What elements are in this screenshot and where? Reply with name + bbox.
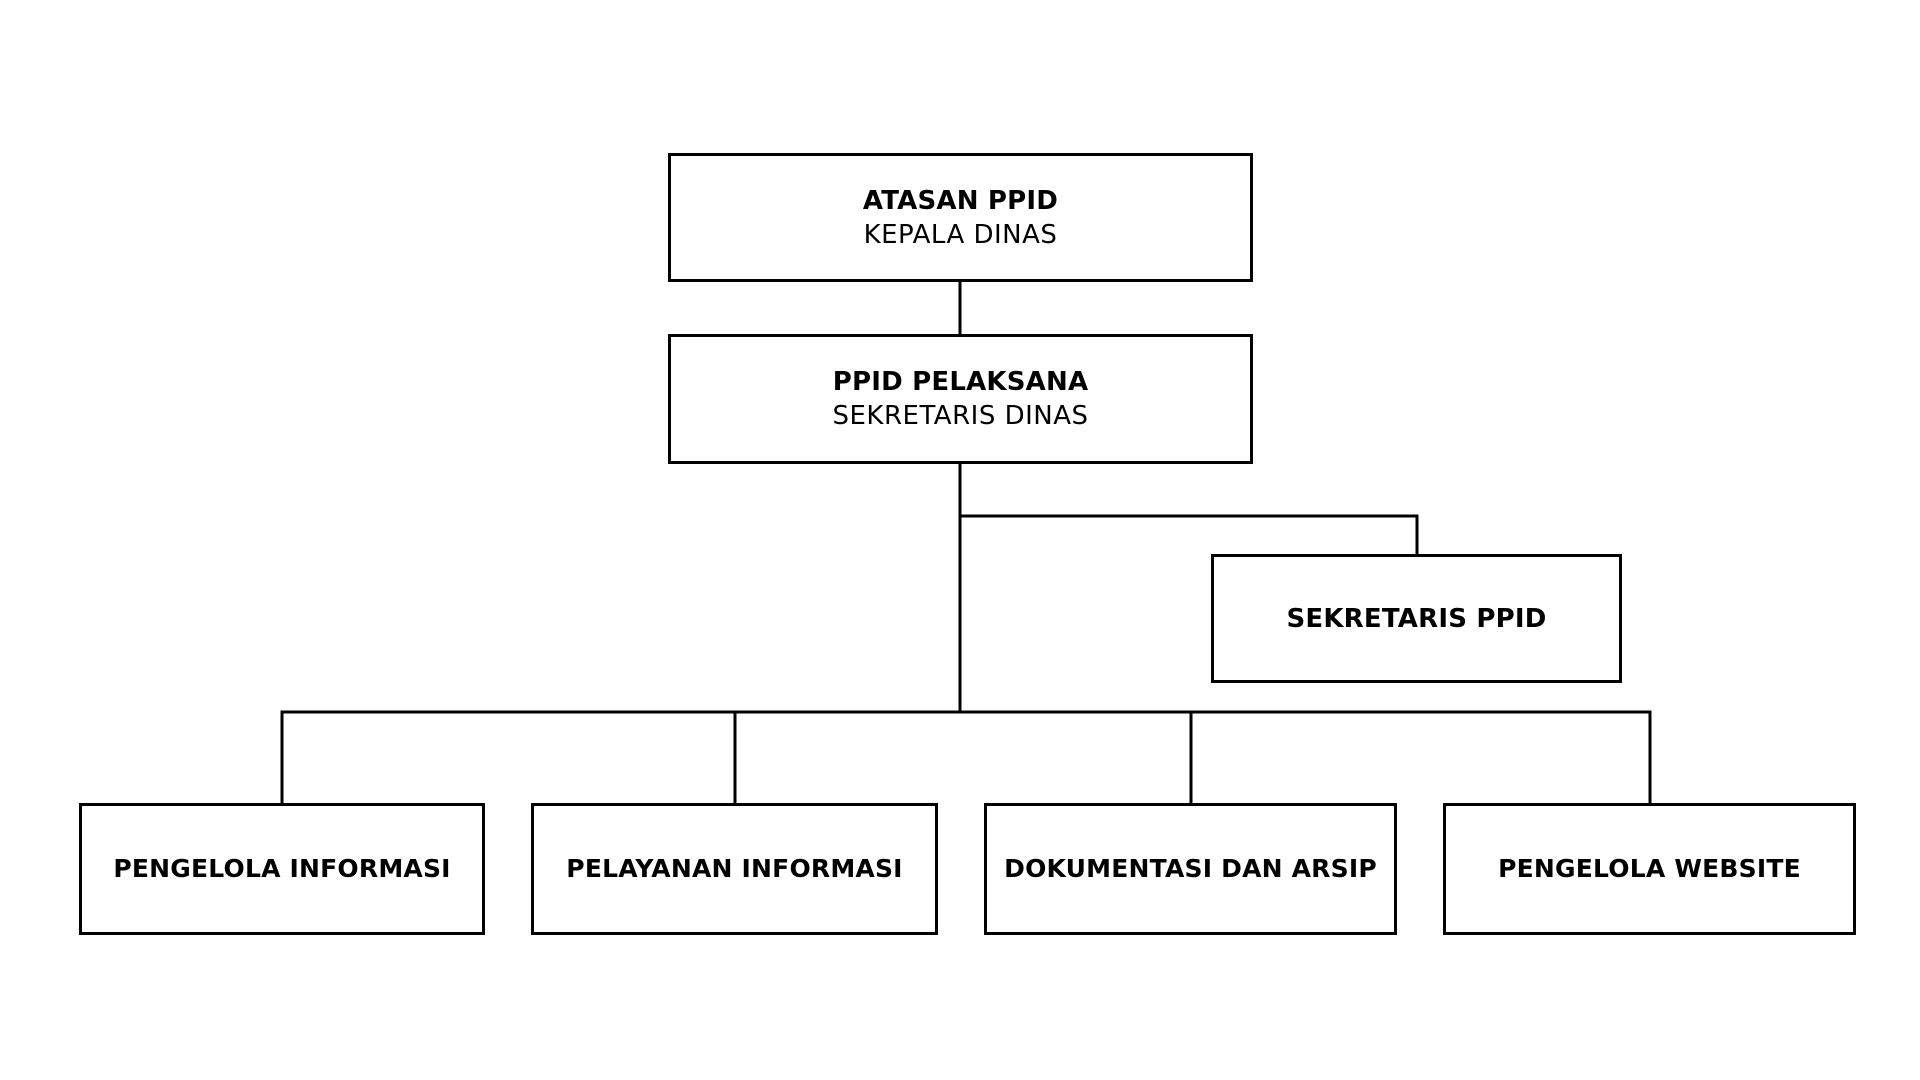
box-sekretaris-ppid: SEKRETARIS PPID — [1211, 554, 1622, 683]
unit-label: PENGELOLA INFORMASI — [113, 854, 451, 883]
box-holder-title: KEPALA DINAS — [863, 219, 1058, 250]
box-dokumentasi-dan-arsip: DOKUMENTASI DAN ARSIP — [984, 803, 1397, 935]
unit-label: PELAYANAN INFORMASI — [566, 854, 903, 883]
box-ppid-pelaksana: PPID PELAKSANA SEKRETARIS DINAS — [668, 334, 1253, 464]
unit-label: DOKUMENTASI DAN ARSIP — [1004, 854, 1377, 883]
box-pelayanan-informasi: PELAYANAN INFORMASI — [531, 803, 938, 935]
box-pengelola-informasi: PENGELOLA INFORMASI — [79, 803, 485, 935]
box-role-title: PPID PELAKSANA — [832, 367, 1089, 397]
box-role-title: SEKRETARIS PPID — [1286, 603, 1547, 634]
box-role-title: ATASAN PPID — [862, 185, 1059, 216]
box-atasan-ppid: ATASAN PPID KEPALA DINAS — [668, 153, 1253, 282]
unit-label: PENGELOLA WEBSITE — [1498, 854, 1801, 883]
connector-to-secretary — [958, 514, 1419, 556]
box-holder-title: SEKRETARIS DINAS — [832, 401, 1089, 431]
box-pengelola-website: PENGELOLA WEBSITE — [1443, 803, 1856, 935]
